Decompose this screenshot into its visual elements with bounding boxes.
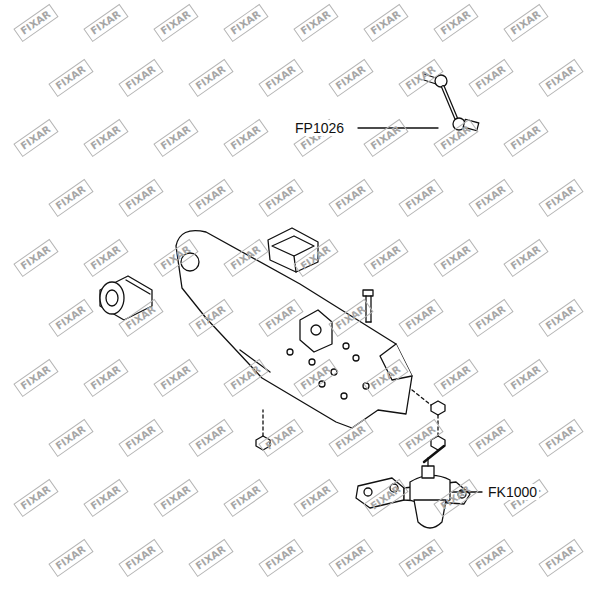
watermark: FIXAR	[258, 179, 303, 217]
watermark: FIXAR	[468, 59, 513, 97]
watermark: FIXAR	[118, 59, 163, 97]
watermark: FIXAR	[153, 479, 198, 517]
watermark: FIXAR	[363, 4, 408, 42]
watermark: FIXAR	[188, 419, 233, 457]
watermark: FIXAR	[538, 59, 583, 97]
watermark: FIXAR	[258, 539, 303, 577]
watermark: FIXAR	[223, 479, 268, 517]
watermark: FIXAR	[363, 239, 408, 277]
watermark: FIXAR	[188, 59, 233, 97]
watermark: FIXAR	[48, 59, 93, 97]
stabilizer-link	[424, 74, 479, 131]
watermark: FIXAR	[398, 299, 443, 337]
watermark: FIXAR	[468, 299, 513, 337]
watermark: FIXAR	[13, 119, 58, 157]
watermark: FIXAR	[538, 539, 583, 577]
watermark: FIXAR	[538, 419, 583, 457]
watermark: FIXAR	[83, 239, 128, 277]
watermark: FIXAR	[328, 59, 373, 97]
watermark: FIXAR	[258, 59, 303, 97]
watermark: FIXAR	[503, 239, 548, 277]
watermark: FIXAR	[118, 539, 163, 577]
watermark: FIXAR	[538, 299, 583, 337]
callout-number: FP1026	[293, 120, 346, 136]
watermark: FIXAR	[328, 539, 373, 577]
watermark: FIXAR	[83, 479, 128, 517]
watermark: FIXAR	[538, 179, 583, 217]
watermark: FIXAR	[118, 419, 163, 457]
watermark: FIXAR	[48, 299, 93, 337]
callout-number: FK1000	[486, 484, 539, 500]
watermark: FIXAR	[188, 179, 233, 217]
watermark: FIXAR	[153, 4, 198, 42]
watermark: FIXAR	[503, 359, 548, 397]
watermark: FIXAR	[153, 119, 198, 157]
watermark: FIXAR	[118, 179, 163, 217]
watermark: FIXAR	[188, 539, 233, 577]
watermark: FIXAR	[468, 419, 513, 457]
control-arm	[176, 231, 412, 428]
watermark: FIXAR	[48, 539, 93, 577]
watermark: FIXAR	[223, 4, 268, 42]
watermark: FIXAR	[503, 119, 548, 157]
watermark: FIXAR	[398, 539, 443, 577]
watermark: FIXAR	[48, 179, 93, 217]
watermark: FIXAR	[13, 239, 58, 277]
watermark: FIXAR	[13, 359, 58, 397]
watermark: FIXAR	[153, 359, 198, 397]
watermark: FIXAR	[433, 359, 478, 397]
watermark: FIXAR	[83, 4, 128, 42]
watermark: FIXAR	[503, 4, 548, 42]
watermark: FIXAR	[293, 479, 338, 517]
watermark: FIXAR	[468, 179, 513, 217]
watermark: FIXAR	[258, 419, 303, 457]
watermark: FIXAR	[398, 179, 443, 217]
watermark: FIXAR	[13, 479, 58, 517]
watermark: FIXAR	[468, 539, 513, 577]
watermark: FIXAR	[293, 4, 338, 42]
watermark: FIXAR	[13, 4, 58, 42]
watermark: FIXAR	[363, 119, 408, 157]
watermark: FIXAR	[83, 119, 128, 157]
watermark: FIXAR	[328, 179, 373, 217]
cotter-pin	[424, 446, 444, 462]
watermark: FIXAR	[433, 239, 478, 277]
watermark: FIXAR	[48, 419, 93, 457]
watermark: FIXAR	[83, 359, 128, 397]
watermark: FIXAR	[433, 4, 478, 42]
watermark: FIXAR	[223, 119, 268, 157]
